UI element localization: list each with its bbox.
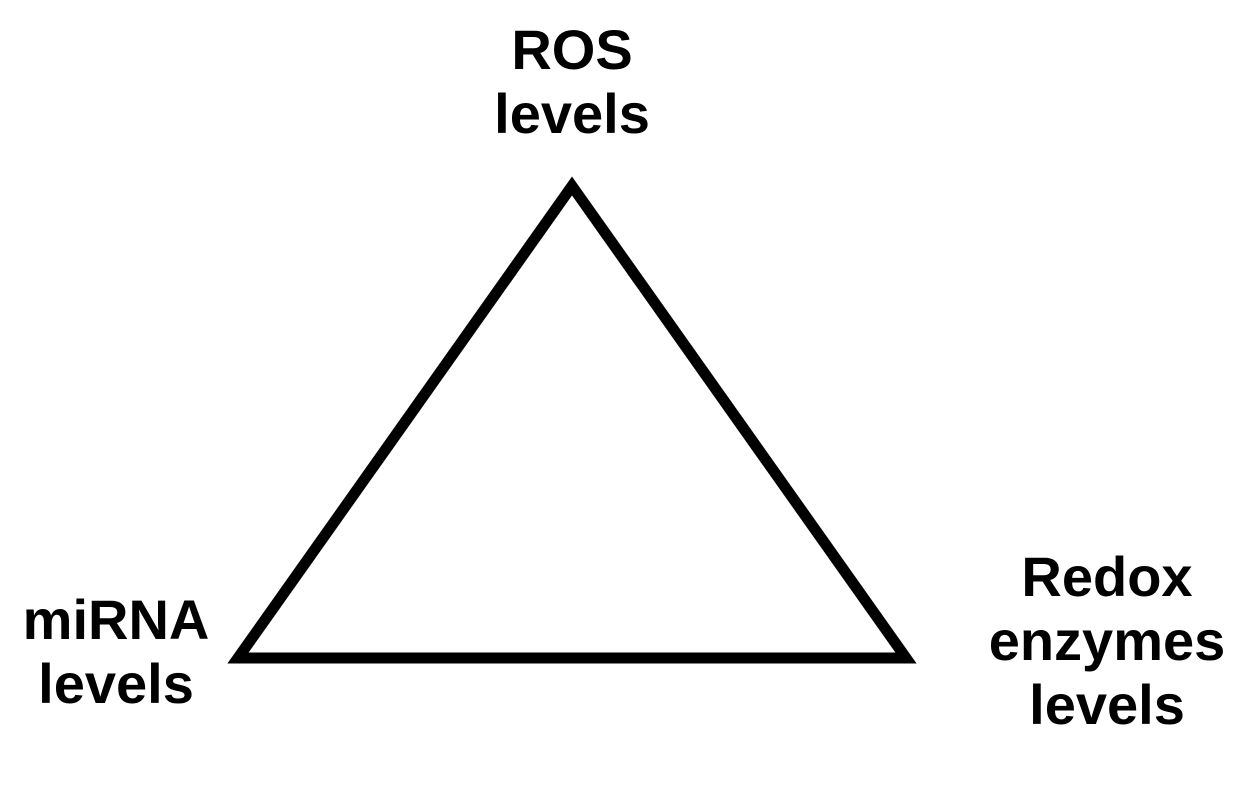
node-redox-line1: Redox — [1021, 545, 1193, 608]
triangle-shape — [227, 176, 917, 664]
node-mirna-line2: levels — [38, 652, 194, 715]
node-ros-line1: ROS — [511, 18, 633, 81]
node-ros-levels: ROS levels — [472, 18, 672, 146]
node-redox-line3: levels — [1029, 673, 1185, 736]
node-ros-line2: levels — [494, 82, 650, 145]
node-redox-enzymes-levels: Redox enzymes levels — [972, 545, 1242, 737]
node-mirna-levels: miRNA levels — [0, 588, 232, 716]
node-mirna-line1: miRNA — [22, 588, 210, 651]
node-redox-line2: enzymes — [988, 609, 1226, 672]
